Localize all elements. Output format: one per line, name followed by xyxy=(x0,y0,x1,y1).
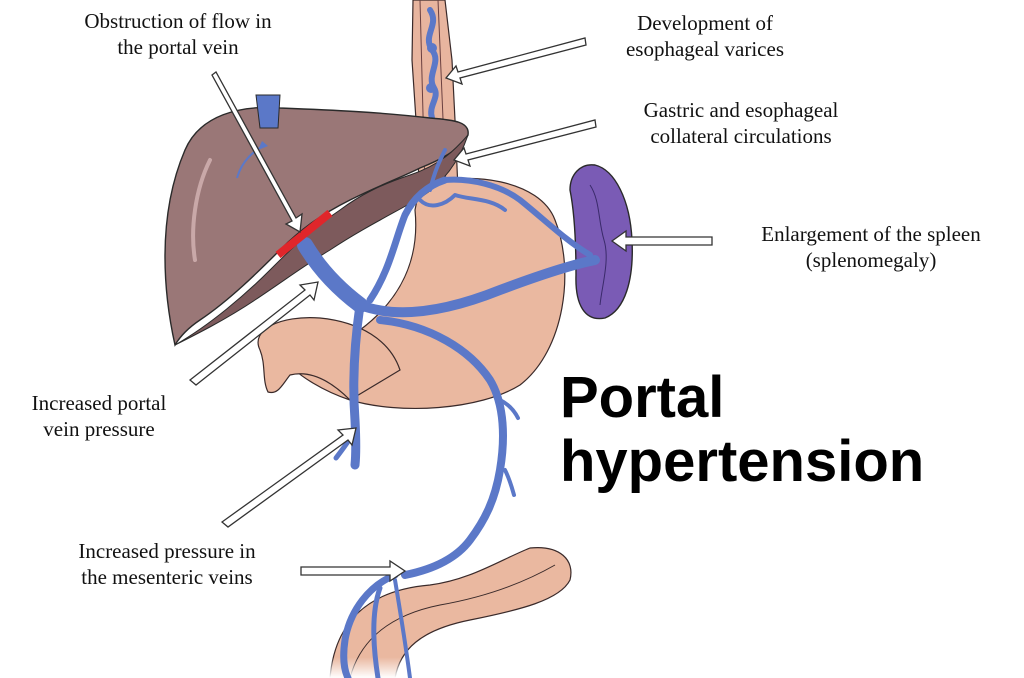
label-varices-line2: esophageal varices xyxy=(625,37,784,61)
label-collateral: Gastric and esophageal collateral circul… xyxy=(606,97,876,149)
callout-arrows xyxy=(188,37,713,583)
intestine xyxy=(300,540,600,678)
label-mesenteric-line2: the mesenteric veins xyxy=(81,565,253,589)
arrow-varices xyxy=(444,37,587,86)
label-varices: Development of esophageal varices xyxy=(590,10,820,62)
label-portal-pressure-line1: Increased portal xyxy=(31,391,167,415)
arrow-portal-pressure xyxy=(188,281,319,386)
label-obstruction-line2: the portal vein xyxy=(117,35,239,59)
spleen xyxy=(569,164,633,320)
label-collateral-line2: collateral circulations xyxy=(650,124,832,148)
label-portal-pressure: Increased portal vein pressure xyxy=(4,390,194,442)
inferior-vena-cava xyxy=(255,94,281,129)
label-collateral-line1: Gastric and esophageal xyxy=(643,98,839,122)
arrow-collateral xyxy=(452,119,597,168)
arrow-spleen xyxy=(610,229,713,253)
label-portal-pressure-line2: vein pressure xyxy=(43,417,155,441)
label-varices-line1: Development of xyxy=(637,11,773,35)
label-spleen-line2: (splenomegaly) xyxy=(805,248,937,272)
title-line1: Portal xyxy=(560,365,725,430)
title-line2: hypertension xyxy=(560,429,925,494)
label-spleen-line1: Enlargement of the spleen xyxy=(761,222,981,246)
label-mesenteric: Increased pressure in the mesenteric vei… xyxy=(42,538,292,590)
label-obstruction-line1: Obstruction of flow in xyxy=(84,9,272,33)
liver xyxy=(164,106,469,347)
label-spleen: Enlargement of the spleen (splenomegaly) xyxy=(726,221,1016,273)
label-obstruction: Obstruction of flow in the portal vein xyxy=(58,8,298,60)
obstruction-marker xyxy=(275,209,333,259)
diagram-title: Portal hypertension xyxy=(560,366,924,494)
arrow-obstruction xyxy=(211,71,303,234)
portal-venous-system xyxy=(297,148,600,678)
arrow-mesenteric-diagonal xyxy=(220,427,357,528)
duodenum xyxy=(257,317,401,401)
arrow-mesenteric-horizontal xyxy=(300,559,407,583)
label-mesenteric-line1: Increased pressure in xyxy=(78,539,256,563)
